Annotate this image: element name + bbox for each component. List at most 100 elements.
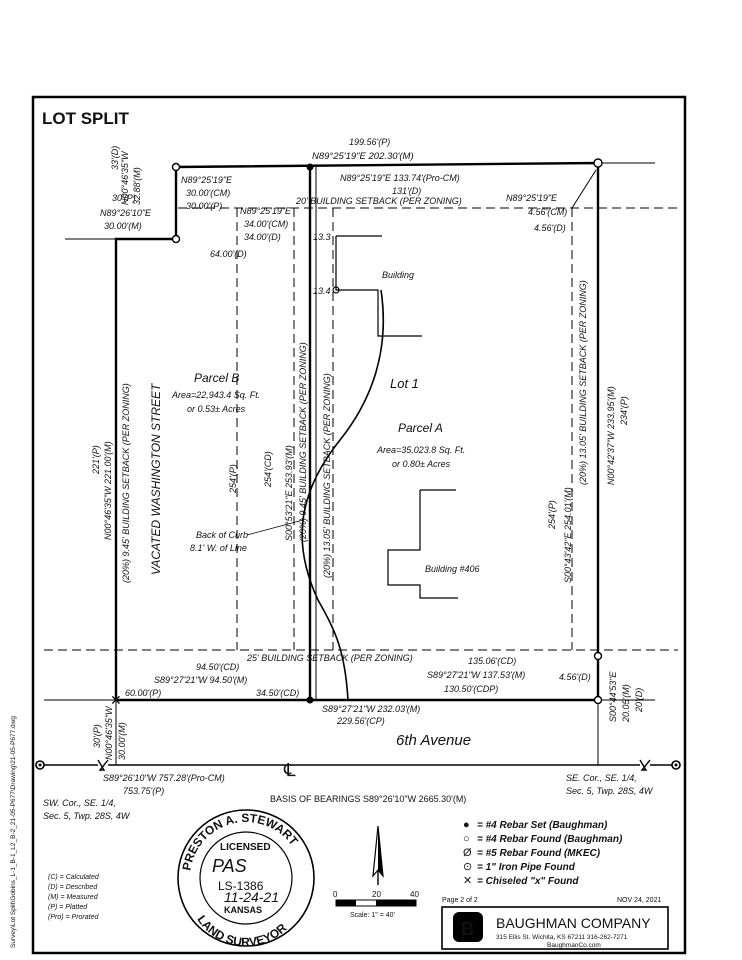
b-notch-d: 34.00'(D) [244, 232, 281, 242]
scale-20: 20 [372, 890, 381, 899]
setback-mid1-label: (20%) 9.45' BUILDING SETBACK (PER ZONING… [298, 342, 308, 542]
south-left-bearing: N00°46'35"W [104, 705, 114, 760]
notch-bearing: N89°25'19"E [181, 175, 233, 185]
building-label: Building [382, 270, 414, 280]
parcel-b-acres: or 0.53± Acres [187, 404, 246, 414]
north-arrow-icon [372, 825, 384, 885]
notch-p: 30.00'(P) [186, 201, 222, 211]
br-cdp: 130.50'(CDP) [444, 684, 498, 694]
setback-bottom-label: 25' BUILDING SETBACK (PER ZONING) [246, 653, 413, 663]
abbreviations: (C) = Calculated (D) = Described (M) = M… [48, 874, 100, 921]
bottom-line-m: S89°27'21"W 232.03'(M) [322, 704, 420, 714]
top-pro-13374: N89°25'19"E 133.74'(Pro-CM) [340, 173, 460, 183]
back-of-curb-line [301, 289, 385, 701]
company-web: BaughmanCo.com [547, 942, 601, 949]
se-corner-l1: SE. Cor., SE. 1/4, [566, 773, 637, 783]
legend-text-3: = 1" Iron Pipe Found [477, 862, 576, 873]
seal-state: KANSAS [224, 905, 262, 915]
far-right-234p: 234'(P) [619, 396, 629, 426]
bl-bearing: S89°27'21"W 94.50'(M) [154, 675, 247, 685]
bl-cd: 94.50'(CD) [196, 662, 239, 672]
top-dist-19956: 199.56'(P) [349, 137, 390, 147]
legend-sym-0: ● [463, 819, 470, 831]
buildings-outline [335, 235, 458, 599]
scale-0: 0 [333, 890, 338, 899]
right-notch-cm: 4.56'(CM) [528, 207, 567, 217]
svg-text:B: B [461, 919, 474, 939]
surveyor-seal: PRESTON A. STEWART LAND SURVEYOR LICENSE… [177, 809, 315, 949]
setback-mid2-label: (20%) 13.05' BUILDING SETBACK (PER ZONIN… [322, 373, 332, 578]
setback-right-label: (20%) 13.05' BUILDING SETBACK (PER ZONIN… [578, 280, 588, 485]
seal-licensed: LICENSED [220, 842, 271, 853]
notch-cm: 30.00'(CM) [186, 188, 230, 198]
parcel-b-name: Parcel B [194, 371, 239, 385]
top-131d: 131'(D) [392, 186, 421, 196]
road-name: 6th Avenue [396, 732, 471, 749]
curb-label-2: 8.1' W. of Line [190, 543, 247, 553]
seal-land-surveyor: LAND SURVEYOR [195, 913, 290, 949]
parcel-a-acres: or 0.80± Acres [392, 459, 451, 469]
property-boundary [114, 161, 600, 702]
seal-number: LS-1386 [218, 879, 264, 893]
dist-33d: 33'(D) [110, 146, 120, 170]
company-name: BAUGHMAN COMPANY [496, 915, 651, 931]
plat-date: NOV 24, 2021 [617, 897, 661, 904]
svg-text:(Pro) = Prorated: (Pro) = Prorated [48, 914, 99, 921]
se-corner-l2: Sec. 5, Twp. 28S, 4W [566, 786, 654, 796]
section-line-p: 753.75'(P) [123, 786, 164, 796]
section-center-line [40, 759, 676, 771]
dist-30m: 30.00'(M) [104, 221, 142, 231]
vacated-street-label: VACATED WASHINGTON STREET [149, 382, 163, 575]
right-notch-bearing: N89°25'19"E [506, 193, 558, 203]
centerline-symbol: ℄ [283, 760, 296, 780]
top-bearing-20230: N89°25'19"E 202.30'(M) [312, 151, 414, 162]
dist-64d: 64.00'(D) [210, 249, 247, 259]
seal-signature: PAS [212, 856, 247, 876]
bearing-n89-2610: N89°26'10"E [100, 208, 152, 218]
left-221p: 221'(P) [91, 445, 101, 475]
dist-3288: 32.88'(M) [132, 167, 142, 205]
parcel-a-name: Parcel A [398, 421, 443, 435]
setback-lines [44, 207, 678, 700]
drawing-file-path: Survey\Lot Split\Gobins_L-1_B-1_L2_B-2_2… [10, 716, 17, 948]
legend-text-1: = #4 Rebar Found (Baughman) [477, 834, 623, 845]
scale-label: Scale: 1" = 40' [350, 912, 395, 919]
bearing-n00-top: N00°46'35"W [120, 150, 130, 205]
south-left-p: 30'(P) [92, 724, 102, 748]
company-address: 315 Ellis St. Wichita, KS 67211 316-262-… [496, 934, 628, 941]
b-notch-bearing: N89°25'19"E [240, 206, 292, 216]
bl-345cd: 34.50'(CD) [256, 688, 299, 698]
a-bearing: S00°43'42"E 254.01'(M) [563, 487, 573, 583]
svg-text:LAND SURVEYOR: LAND SURVEYOR [195, 913, 290, 949]
bottom-line-cp: 229.56'(CP) [336, 716, 385, 726]
br-bearing: S89°27'21"W 137.53'(M) [427, 670, 525, 680]
drawing-frame [31, 95, 687, 955]
legend: ● = #4 Rebar Set (Baughman) ○ = #4 Rebar… [463, 819, 623, 887]
legend-sym-1: ○ [463, 833, 470, 845]
a-254p: 254'(P) [547, 500, 557, 530]
legend-text-4: = Chiseled "x" Found [477, 876, 579, 887]
legend-sym-2: Ø [463, 847, 472, 859]
b-254p: 254'(P) [228, 464, 238, 494]
lot-split-title: LOT SPLIT [42, 109, 130, 128]
bl-60p: 60.00'(P) [125, 688, 161, 698]
building-406-label: Building #406 [425, 564, 480, 574]
b-notch-cm: 34.00'(CM) [244, 219, 288, 229]
legend-sym-3: ⊙ [463, 861, 472, 873]
legend-text-0: = #4 Rebar Set (Baughman) [477, 820, 608, 831]
svg-text:(D) = Described: (D) = Described [48, 884, 98, 891]
curb-label-1: Back of Curb [196, 530, 248, 540]
south-right-bearing: S00°44'53"E [608, 670, 618, 722]
svg-text:(M) = Measured: (M) = Measured [48, 894, 99, 901]
svg-text:(C) = Calculated: (C) = Calculated [48, 874, 100, 881]
b-bearing: S00°53'21"E 253.93'(M) [284, 445, 294, 541]
lot-1-label: Lot 1 [390, 376, 419, 391]
scale-bar: 0 20 40 Scale: 1" = 40' [333, 890, 419, 919]
extension-lines [44, 162, 655, 765]
svg-text:✕: ✕ [110, 692, 122, 708]
right-notch-d: 4.56'(D) [534, 223, 566, 233]
scale-40: 40 [410, 890, 419, 899]
dist-30p: 30'(P) [112, 193, 136, 203]
sw-corner-l1: SW. Cor., SE. 1/4, [43, 798, 116, 808]
